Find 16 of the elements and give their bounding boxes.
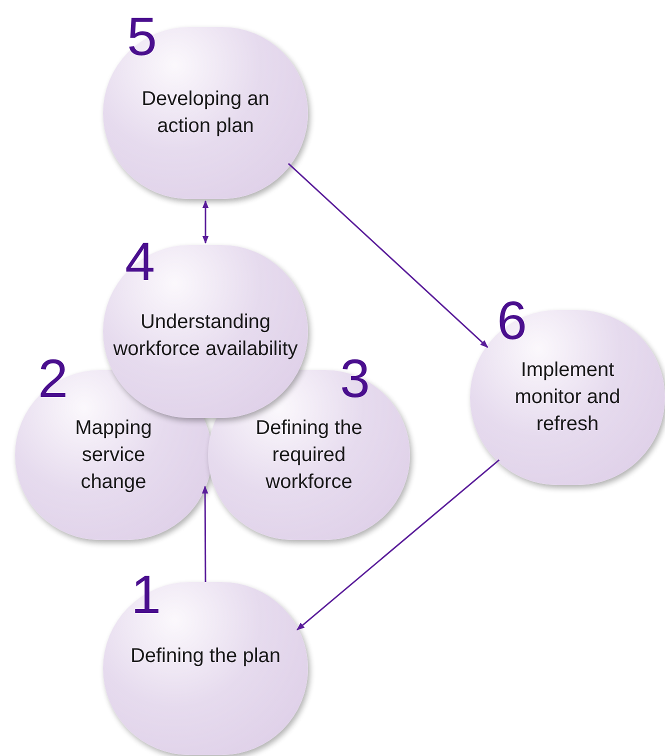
step-number: 4 [125, 235, 156, 289]
step-number: 5 [127, 10, 158, 64]
step-label: Implement monitor and refresh [514, 358, 622, 437]
arrow [202, 486, 208, 582]
step-label: Defining the required workforce [254, 416, 364, 494]
step-label: Developing an action plan [140, 87, 270, 139]
step-number: 2 [38, 352, 68, 406]
arrow [296, 459, 500, 630]
step-label: Mapping service change [74, 416, 153, 494]
step-label: Understanding workforce availability [113, 310, 298, 362]
arrow [202, 200, 209, 244]
step-number: 3 [340, 352, 370, 406]
arrow [288, 163, 488, 348]
step-number: 1 [131, 568, 162, 622]
step-label: Defining the plan [129, 644, 282, 669]
step-number: 6 [497, 294, 528, 348]
